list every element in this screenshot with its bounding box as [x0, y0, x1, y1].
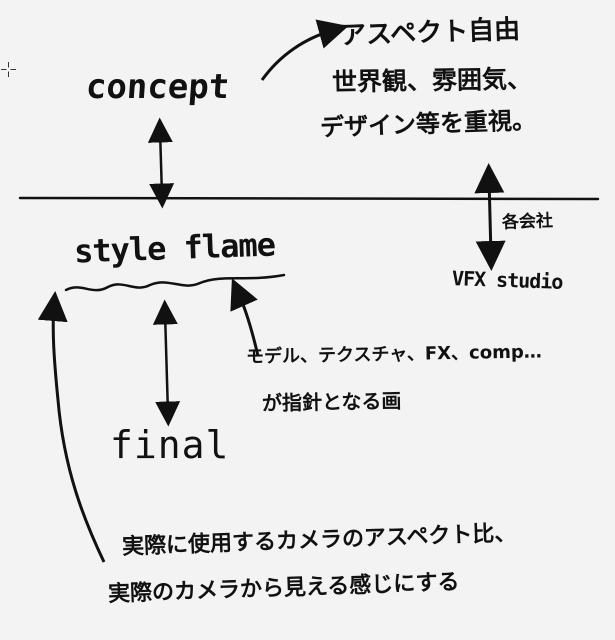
- concept-note-line: アスペクト自由: [339, 14, 521, 52]
- divider-line: [18, 196, 600, 201]
- style-final-arrow: [152, 299, 181, 427]
- style-frame-underline: [64, 273, 286, 292]
- style-frame-note-line: が指針となる画: [261, 388, 402, 416]
- style-frame-label: style flame: [73, 225, 276, 271]
- vfx-divider-arrow: [474, 163, 506, 271]
- concept-note-line: デザイン等を重視。: [319, 106, 537, 142]
- companies-label: 各会社: [501, 211, 554, 233]
- vfx-studio-label: VFX studio: [451, 266, 563, 294]
- concept-note-arrow: [260, 19, 349, 81]
- final-note-arrow: [37, 291, 106, 563]
- final-label: final: [110, 423, 230, 467]
- concept-divider-arrow: [147, 117, 175, 209]
- concept-label: concept: [84, 67, 231, 107]
- style-note-arrow: [230, 278, 260, 357]
- crosshair-cursor-icon: [1, 62, 16, 77]
- style-frame-note-line: モデル、テクスチャ、FX、comp…: [245, 341, 542, 368]
- concept-note-line: 世界観、雰囲気、: [331, 64, 533, 97]
